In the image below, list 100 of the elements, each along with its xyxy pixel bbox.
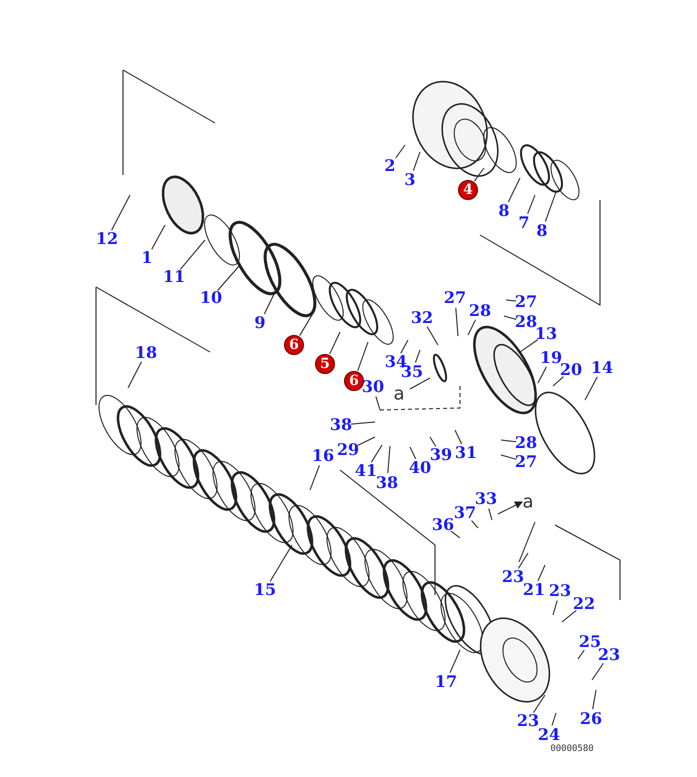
callout-number: 11 [162,268,186,286]
leader-line [504,316,517,320]
callout-number: 28 [468,302,492,320]
callout-number: 37 [454,504,476,522]
callout-number: 9 [254,314,266,332]
leader-line [450,650,460,674]
callout-number: 3 [404,171,416,189]
leader-line [584,376,598,400]
callout-number: 41 [354,462,378,480]
leader-line [454,430,462,444]
callout-number: 19 [540,349,562,367]
leader-line [370,444,382,463]
leader-line [400,340,408,354]
leader-line [414,350,420,364]
callout-number: 13 [534,325,558,343]
leader-line [455,307,458,336]
callout-number: 29 [336,441,360,459]
leader-line [356,436,376,446]
leader-line [430,436,436,447]
leader-line [412,152,420,172]
leader-line [111,194,130,231]
leader-line [500,454,517,460]
leader-line [180,240,206,270]
leader-line [488,508,492,520]
callout-number: 36 [432,516,454,534]
callout-number: 16 [312,447,334,465]
leader-line [450,530,460,538]
leader-line [520,339,538,352]
leader-line [538,366,547,384]
callout-number: 10 [200,289,222,307]
callout-number: 38 [330,416,352,434]
callout-number: 27 [514,453,538,471]
leader-line [578,650,585,660]
leader-line [387,446,390,474]
leader-line [527,194,536,214]
reference-letter: a [393,384,405,404]
leader-line [506,300,517,302]
leader-line [471,520,478,528]
callout-number: 30 [362,378,384,396]
callout-number: 12 [96,230,118,248]
callout-number: 27 [444,289,466,307]
leader-line [426,326,438,346]
leader-line [592,662,604,680]
callout-number: 6 [284,335,304,355]
callout-number: 6 [344,371,364,391]
leader-line [329,332,340,355]
callout-number: 23 [516,712,540,730]
leader-line [552,712,556,726]
callout-number: 7 [518,214,530,232]
callout-number: 21 [522,581,546,599]
leader-line [468,319,476,336]
callout-number: 38 [376,474,398,492]
callout-number: 23 [502,568,524,586]
callout-number: 18 [134,344,158,362]
reference-letter: a [522,492,534,512]
callout-number: 17 [434,673,458,691]
leader-line [350,422,376,425]
callout-number: 4 [458,180,478,200]
leader-line [538,564,546,582]
callout-number: 22 [572,595,596,613]
callout-number: 32 [410,309,434,327]
callout-number: 14 [590,359,614,377]
leader-line [217,264,240,291]
callout-number: 26 [580,710,602,728]
leader-line [270,544,292,582]
callout-number: 39 [430,446,452,464]
leader-line [518,552,528,570]
leader-line [128,361,142,388]
leader-line [544,192,556,222]
callout-number: 20 [560,361,582,379]
leader-line [299,310,316,336]
leader-line [264,292,276,314]
callout-number: 28 [514,434,538,452]
callout-number: 2 [384,157,396,175]
callout-number: 23 [548,582,572,600]
leader-line [410,446,416,460]
leader-line [500,440,517,442]
callout-number: 24 [538,726,560,744]
callout-number: 23 [598,646,620,664]
leader-line [532,694,546,714]
callout-number: 28 [514,313,538,331]
callout-number: 8 [498,202,510,220]
callout-number: 33 [474,490,498,508]
callout-number: 15 [254,581,276,599]
callout-number: 40 [408,459,432,477]
leader-line [508,178,520,202]
leader-line [592,690,596,710]
leader-line [151,224,166,250]
leader-line [395,144,406,158]
leader-line [552,600,558,616]
callout-number: 5 [315,354,335,374]
callout-number: 1 [141,249,153,267]
callout-number: 8 [536,222,548,240]
leader-line [552,376,564,386]
leader-line [474,168,484,182]
leader-line [310,464,320,490]
leader-line [562,610,577,622]
callout-number: 27 [514,293,538,311]
callout-number: 31 [454,444,478,462]
leader-line [375,396,380,410]
